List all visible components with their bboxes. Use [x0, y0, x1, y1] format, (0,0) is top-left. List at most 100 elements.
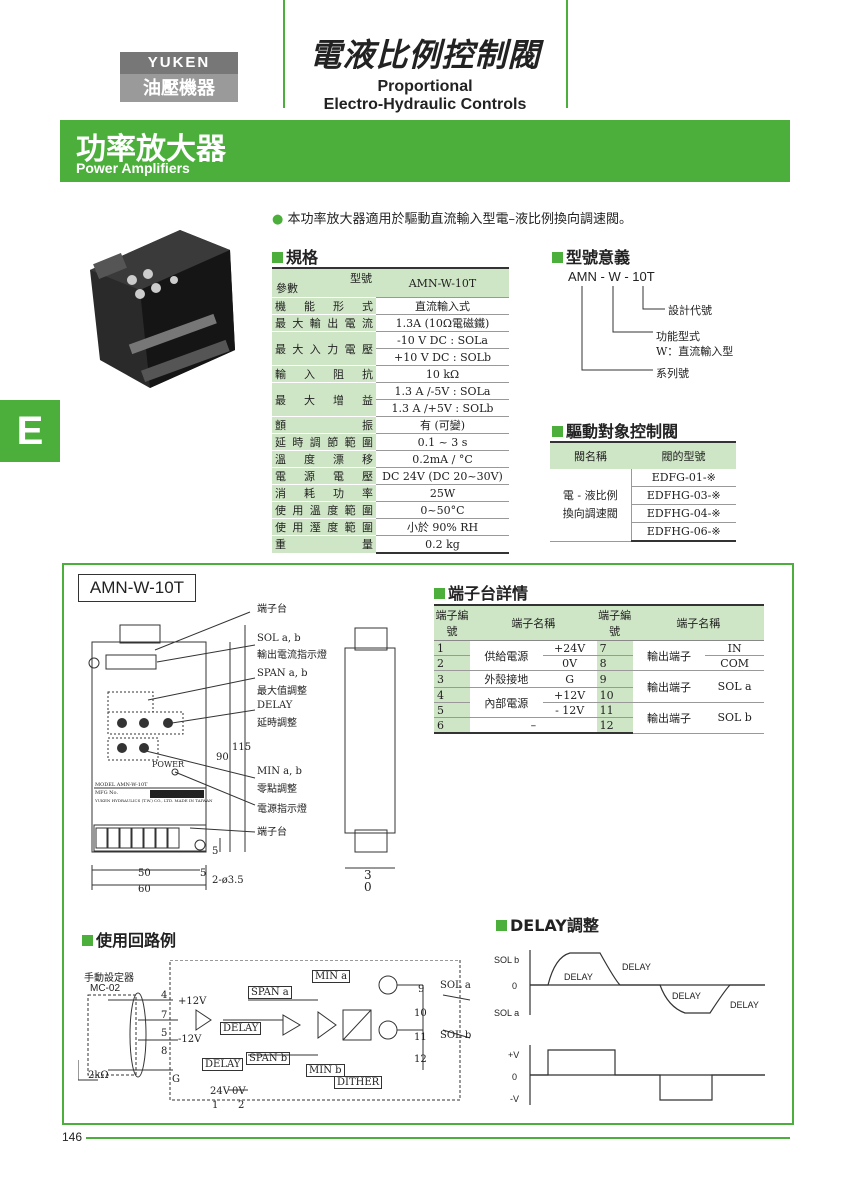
dim-5: 5	[200, 868, 207, 879]
terminal-group: 輸出端子	[632, 670, 706, 703]
page-title-en-2: Electro-Hydraulic Controls	[323, 96, 527, 113]
dim-60: 60	[138, 884, 151, 895]
terminal-signal: SOL b	[705, 702, 764, 734]
valve-model-2: EDFHG-03-※	[631, 486, 736, 505]
spec-value: 1.3 A /-5V : SOLa	[376, 382, 509, 400]
spec-key: 使用溫度範圍	[272, 501, 376, 519]
dim-h5: 5	[212, 846, 219, 857]
dly-sol-b: SOL b	[494, 955, 520, 965]
delay-heading: DELAY調整	[496, 912, 599, 936]
valve-name-cell: 電 - 液比例 換向調速閥	[550, 469, 632, 542]
terminal-signal: 0V	[542, 655, 597, 671]
drawing-model-label: AMN-W-10T	[78, 574, 196, 602]
page-number: 146	[62, 1130, 83, 1144]
specs-heading: 規格	[272, 244, 318, 268]
spec-value: +10 V DC : SOLb	[376, 348, 509, 366]
logo-brand: YUKEN	[120, 52, 238, 74]
intro-text-label: 本功率放大器適用於驅動直流輸入型電–液比例換向調速閥。	[287, 212, 632, 227]
spec-key: 電源電壓	[272, 467, 376, 485]
function-type-label: 功能型式	[656, 330, 700, 343]
dly-zero-2: 0	[512, 1072, 518, 1082]
spec-key: 機能形式	[272, 297, 376, 315]
cir-delay-2: DELAY	[202, 1058, 244, 1071]
cir-t9: 9	[418, 984, 425, 995]
dim-0: 0	[364, 880, 372, 894]
specs-header-corner: 型號 參數	[272, 268, 376, 298]
terminal-group: 輸出端子	[632, 640, 706, 671]
valves-heading: 驅動對象控制閥	[552, 418, 678, 442]
specs-heading-label: 規格	[286, 248, 319, 267]
dimension-drawing	[88, 611, 396, 890]
dim-3: 3	[364, 868, 372, 882]
specs-row: +10 V DC : SOLb	[272, 348, 509, 366]
specs-header-model: 型號	[350, 272, 372, 285]
terminal-group: –	[470, 717, 597, 734]
page-title-cn: 電液比例控制閥	[309, 36, 541, 74]
term-h-num-left: 端子編號	[434, 604, 470, 641]
yuken-logo: YUKEN 油壓機器	[120, 52, 238, 102]
cir-span-a: SPAN a	[248, 986, 292, 999]
banner-title-cn: 功率放大器	[76, 132, 226, 167]
terminals-heading-label: 端子台詳情	[448, 584, 529, 603]
dly-nv: -V	[510, 1094, 519, 1104]
cir-min-a: MIN a	[312, 970, 351, 983]
product-photo	[90, 230, 235, 388]
cir-dither: DITHER	[334, 1076, 383, 1089]
term-h-num-right: 端子編號	[596, 604, 633, 641]
label-power-indicator: 電源指示燈	[257, 804, 307, 815]
spec-key: 輸入阻抗	[272, 365, 376, 383]
dly-label-1: DELAY	[564, 972, 593, 982]
spec-value: 直流輸入式	[376, 297, 509, 315]
terminal-signal: - 12V	[542, 702, 597, 718]
cir-24v: 24V	[210, 1086, 230, 1097]
spec-value: 0.2 kg	[376, 535, 509, 554]
cir-sol-a: SOL a	[440, 980, 471, 991]
spec-key: 顫振	[272, 416, 376, 434]
spec-key: 溫度漂移	[272, 450, 376, 468]
cir-manual-setter: 手動設定器	[84, 973, 134, 984]
delay-heading-label: DELAY調整	[510, 916, 599, 935]
spec-value: 小於 90% RH	[376, 518, 509, 536]
spec-value: DC 24V (DC 20~30V)	[376, 467, 509, 485]
circuit-heading: 使用回路例	[82, 927, 176, 951]
cir-span-b: SPAN b	[246, 1052, 291, 1065]
label-mfg-text: MFG No.	[95, 790, 119, 796]
valves-col-model: 閥的型號	[631, 441, 736, 469]
page-title-en-1: Proportional	[377, 78, 473, 95]
terminal-group: 外殼接地	[470, 670, 543, 688]
terminal-num: 10	[596, 687, 633, 703]
valve-model-3: EDFHG-04-※	[631, 504, 736, 523]
terminal-num: 1	[434, 640, 470, 656]
label-hole: 2-ø3.5	[212, 875, 244, 886]
terminal-num: 6	[434, 717, 470, 734]
label-zero-adjust: 零點調整	[257, 784, 297, 795]
label-delay-adjust: 延時調整	[257, 718, 297, 729]
cir-t1: 1	[212, 1100, 219, 1111]
terminal-group: 內部電源	[470, 687, 543, 718]
cir-g: G	[172, 1074, 180, 1085]
cir-m12v: -12V	[178, 1034, 202, 1045]
delay-waveform	[529, 950, 765, 1105]
model-code: AMN - W - 10T	[568, 269, 655, 284]
terminal-row: 6–12	[434, 717, 764, 734]
circuit-diagram	[78, 960, 471, 1101]
spec-value: 10 kΩ	[376, 365, 509, 383]
terminal-signal: +24V	[542, 640, 597, 656]
spec-value: 0.1 ~ 3 s	[376, 433, 509, 451]
label-output-indicator: 輸出電流指示燈	[257, 650, 327, 661]
spec-value: 0~50°C	[376, 501, 509, 519]
design-code-label: 設計代號	[668, 304, 712, 317]
specs-row: 機能形式直流輸入式	[272, 297, 509, 315]
spec-value: 25W	[376, 484, 509, 502]
dim-50: 50	[138, 868, 151, 879]
specs-header-value: AMN-W-10T	[376, 268, 509, 298]
valve-name-line-1: 電 - 液比例	[562, 488, 618, 502]
circuit-heading-label: 使用回路例	[96, 931, 177, 950]
